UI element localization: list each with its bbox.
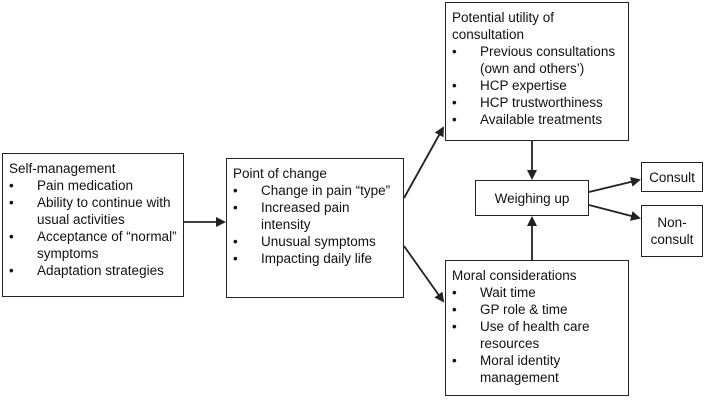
item-text: Adaptation strategies (37, 263, 164, 278)
bullet: • (452, 112, 457, 127)
point-of-change-list: • Change in pain “type” • Increased pain i… (233, 182, 397, 267)
arrow-change-to-utility (403, 126, 444, 199)
list-item: • Moral identity management (452, 352, 622, 386)
item-text: Impacting daily life (261, 251, 373, 266)
bullet: • (452, 353, 457, 368)
point-of-change-box: Point of change • Change in pain “type” •… (226, 158, 404, 298)
list-item: • GP role & time (452, 301, 622, 318)
item-text: Use of health care resources (480, 319, 590, 351)
item-text: Available treatments (480, 112, 603, 127)
bullet: • (452, 285, 457, 300)
potential-utility-title: Potential utility of consultation (452, 10, 555, 42)
bullet: • (452, 319, 457, 334)
arrow-weighing-to-non-consult (588, 204, 641, 221)
list-item: • Use of health care resources (452, 318, 622, 352)
item-text: GP role & time (480, 302, 568, 317)
list-item: • Impacting daily life (233, 250, 397, 267)
item-text: Pain medication (37, 178, 134, 193)
list-item: • HCP expertise (452, 77, 622, 94)
item-text: Acceptance of “normal” symptoms (37, 229, 177, 261)
item-text: HCP trustworthiness (480, 95, 603, 110)
item-text: Unusual symptoms (261, 234, 376, 249)
item-text: HCP expertise (480, 78, 567, 93)
non-consult-label: Non- consult (650, 215, 694, 247)
arrow-change-to-moral (403, 245, 445, 303)
list-item: • Change in pain “type” (233, 182, 397, 199)
bullet: • (233, 251, 238, 266)
bullet: • (233, 200, 238, 215)
moral-considerations-box: Moral considerations • Wait time • GP role… (445, 260, 629, 396)
item-text: Previous consultations (own and others’) (480, 44, 616, 76)
bullet: • (233, 234, 238, 249)
self-management-title: Self-management (9, 161, 116, 176)
bullet: • (9, 195, 14, 210)
item-text: Wait time (480, 285, 536, 300)
list-item: • HCP trustworthiness (452, 94, 622, 111)
list-item: • Available treatments (452, 111, 622, 128)
list-item: • Wait time (452, 284, 622, 301)
bullet: • (452, 302, 457, 317)
list-item: • Adaptation strategies (9, 262, 177, 279)
bullet: • (9, 263, 14, 278)
bullet: • (9, 178, 14, 193)
bullet: • (233, 183, 238, 198)
non-consult-box: Non- consult (641, 205, 703, 257)
potential-utility-box: Potential utility of consultation • Previ… (445, 2, 629, 141)
bullet: • (452, 44, 457, 59)
item-text: Moral identity management (480, 353, 561, 385)
moral-considerations-list: • Wait time • GP role & time • Use of healt… (452, 284, 622, 386)
self-management-box: Self-management • Pain medication • Abilit… (2, 153, 184, 297)
self-management-list: • Pain medication • Ability to continue wi… (9, 177, 177, 279)
weighing-up-box: Weighing up (475, 180, 589, 216)
potential-utility-list: • Previous consultations (own and others’… (452, 43, 622, 128)
list-item: • Previous consultations (own and others’… (452, 43, 622, 77)
bullet: • (452, 78, 457, 93)
item-text: Change in pain “type” (261, 183, 391, 198)
list-item: • Pain medication (9, 177, 177, 194)
moral-considerations-title: Moral considerations (452, 268, 577, 283)
bullet: • (452, 95, 457, 110)
item-text: Increased pain intensity (261, 200, 350, 232)
arrow-weighing-to-consult (588, 177, 641, 193)
list-item: • Increased pain intensity (233, 199, 397, 233)
list-item: • Acceptance of “normal” symptoms (9, 228, 177, 262)
bullet: • (9, 229, 14, 244)
consult-label: Consult (649, 169, 695, 185)
weighing-up-label: Weighing up (494, 190, 570, 206)
list-item: • Unusual symptoms (233, 233, 397, 250)
consult-box: Consult (641, 162, 703, 192)
list-item: • Ability to continue with usual activiti… (9, 194, 177, 228)
point-of-change-title: Point of change (233, 166, 327, 181)
item-text: Ability to continue with usual activitie… (37, 195, 171, 227)
